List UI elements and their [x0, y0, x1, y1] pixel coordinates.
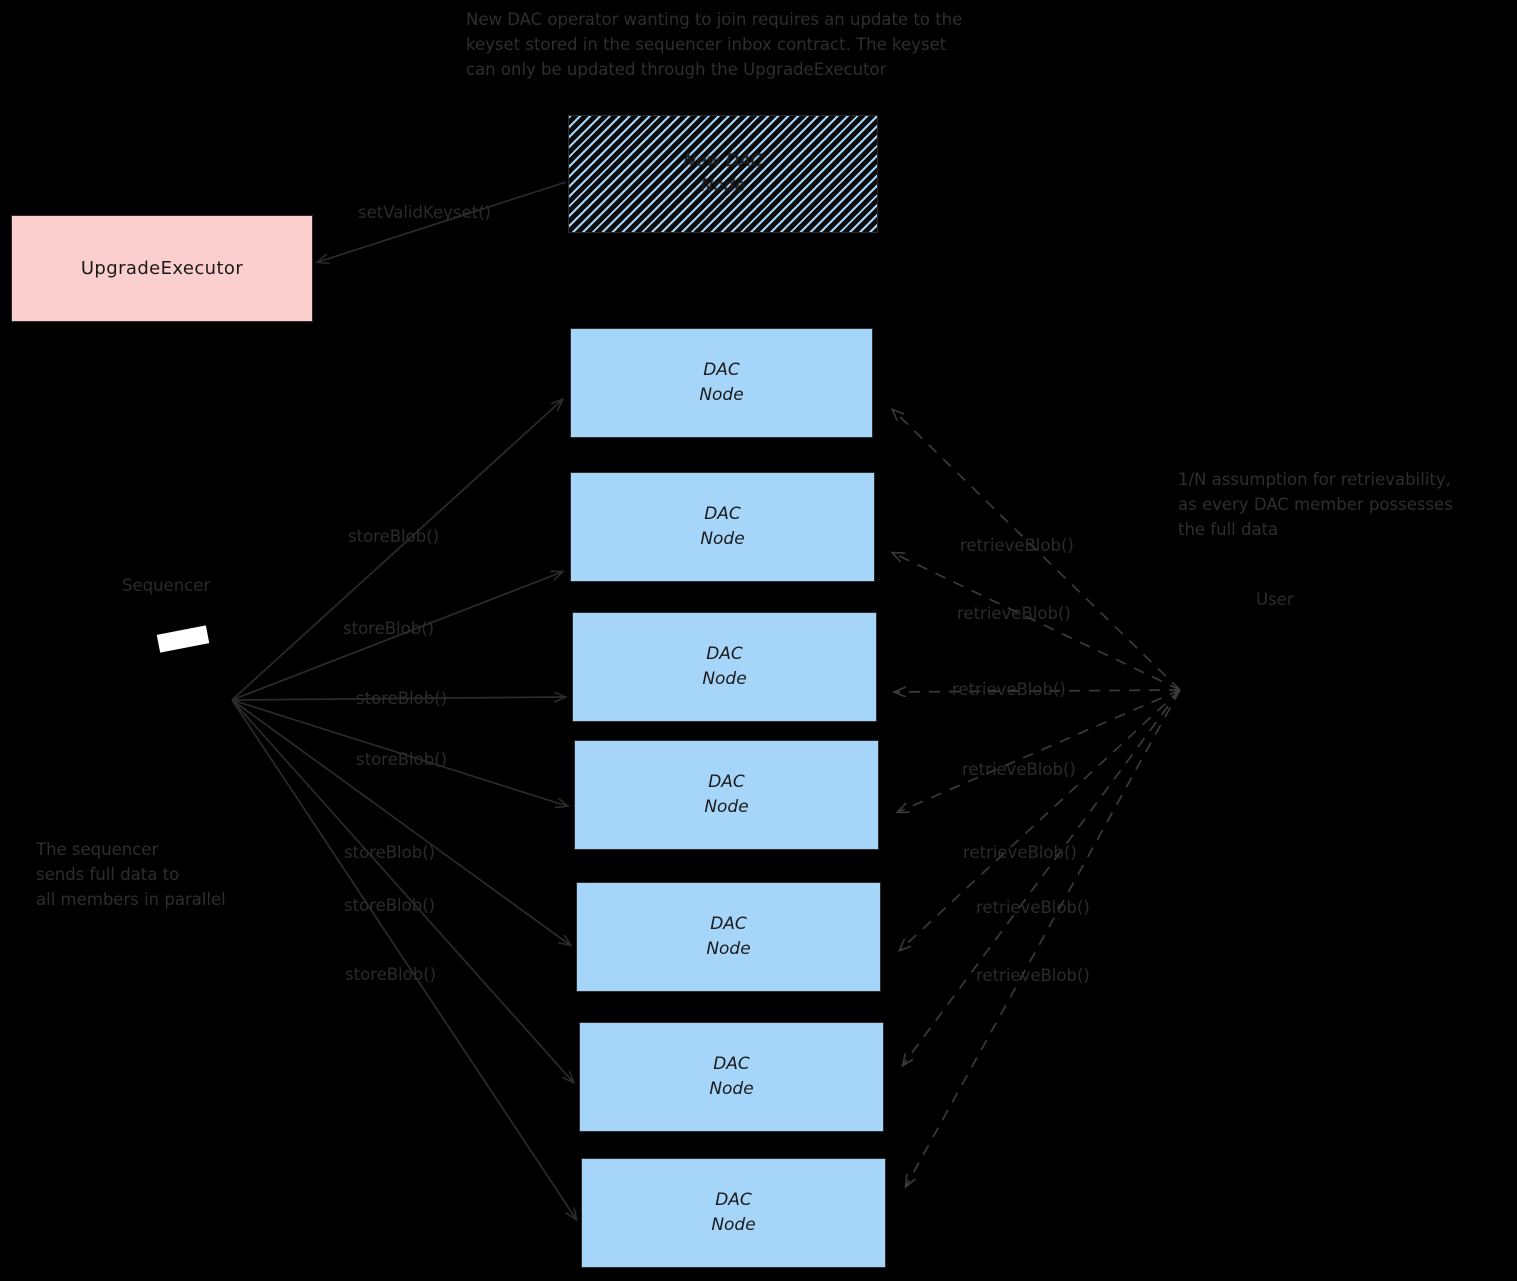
edge-label-store-blob-3: storeBlob() — [356, 689, 448, 708]
upgrade-executor-label: UpgradeExecutor — [80, 258, 244, 279]
dac-node-box-2[interactable]: DAC Node — [570, 472, 875, 582]
dac-node-5-line2: Node — [706, 939, 751, 959]
edge-label-set-valid-keyset: setValidKeyset() — [358, 203, 491, 222]
dac-node-box-6[interactable]: DAC Node — [579, 1022, 884, 1132]
upgrade-executor-box[interactable]: UpgradeExecutor — [11, 215, 313, 322]
dac-node-box-1[interactable]: DAC Node — [570, 328, 873, 438]
edge-label-retrieve-blob-7: retrieveBlob() — [976, 966, 1090, 985]
new-dac-node-line1: New DAC — [683, 151, 763, 172]
dac-node-2-line2: Node — [700, 529, 745, 549]
dac-node-7-line2: Node — [711, 1215, 756, 1235]
edge-label-retrieve-blob-1: retrieveBlob() — [960, 536, 1074, 555]
dac-node-1-line2: Node — [699, 385, 744, 405]
dac-node-7-line1: DAC — [715, 1190, 752, 1211]
edge-label-retrieve-blob-2: retrieveBlob() — [957, 604, 1071, 623]
dac-node-4-line2: Node — [704, 797, 749, 817]
new-dac-node-line2: Node — [700, 176, 746, 196]
edge-label-retrieve-blob-4: retrieveBlob() — [962, 760, 1076, 779]
dac-node-box-7[interactable]: DAC Node — [581, 1158, 886, 1268]
edge-label-store-blob-1: storeBlob() — [348, 527, 440, 546]
annotation-top-note: New DAC operator wanting to join require… — [466, 10, 963, 79]
dac-node-6-line2: Node — [709, 1079, 754, 1099]
dac-node-5-line1: DAC — [710, 914, 747, 935]
dac-node-3-line1: DAC — [706, 644, 743, 665]
edge-label-store-blob-6: storeBlob() — [344, 896, 436, 915]
edge-label-store-blob-2: storeBlob() — [343, 619, 435, 638]
annotation-left-note: The sequencer sends full data to all mem… — [36, 840, 226, 909]
sequencer-label: Sequencer — [122, 576, 211, 595]
dac-node-box-4[interactable]: DAC Node — [574, 740, 879, 850]
dac-node-4-line1: DAC — [708, 772, 745, 793]
annotation-right-note: 1/N assumption for retrievability, as ev… — [1178, 470, 1453, 539]
edge-label-retrieve-blob-3: retrieveBlob() — [952, 680, 1066, 699]
edge-label-retrieve-blob-5: retrieveBlob() — [963, 843, 1077, 862]
new-dac-node-box[interactable]: New DAC Node — [568, 115, 878, 233]
dac-node-box-5[interactable]: DAC Node — [576, 882, 881, 992]
dac-node-3-line2: Node — [702, 669, 747, 689]
dac-node-6-line1: DAC — [713, 1054, 750, 1075]
user-label: User — [1256, 590, 1294, 609]
edge-label-store-blob-5: storeBlob() — [344, 843, 436, 862]
dac-node-1-line1: DAC — [703, 360, 740, 381]
sequencer-icon — [156, 625, 210, 653]
edge-retrieve-blob-group — [893, 410, 1181, 1186]
dac-node-box-3[interactable]: DAC Node — [572, 612, 877, 722]
edge-store-blob-group — [231, 400, 576, 1219]
dac-node-2-line1: DAC — [704, 504, 741, 525]
edge-label-retrieve-blob-6: retrieveBlob() — [976, 898, 1090, 917]
edge-label-store-blob-4: storeBlob() — [356, 750, 448, 769]
edge-set-valid-keyset — [318, 181, 567, 262]
edge-label-store-blob-7: storeBlob() — [345, 965, 437, 984]
